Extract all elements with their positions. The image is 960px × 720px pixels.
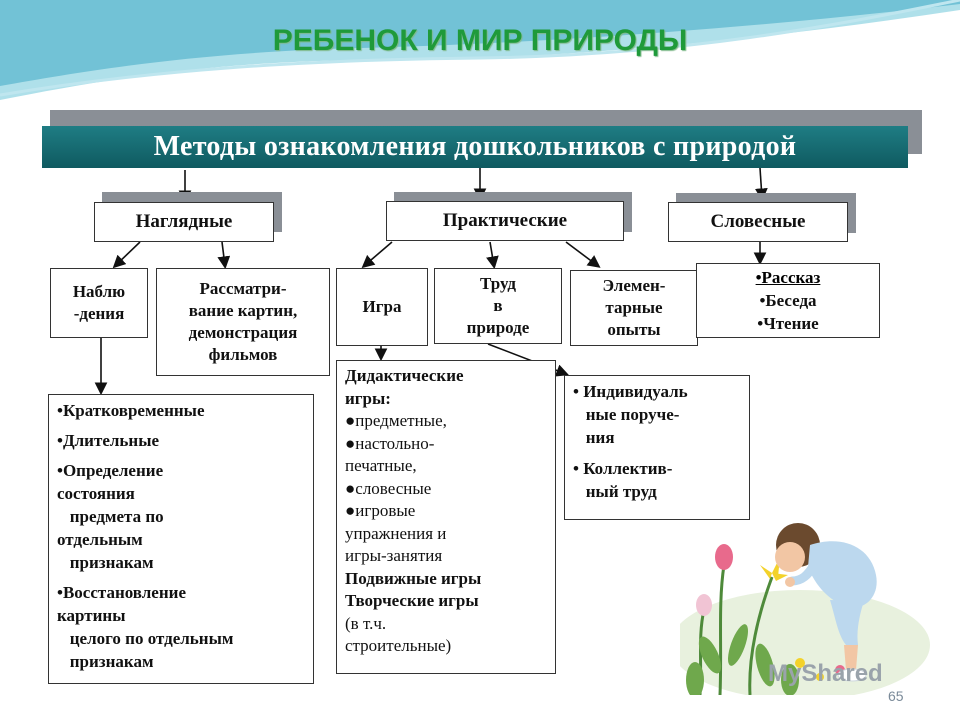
didactic-item-verbal: ●словесные	[345, 478, 432, 498]
methods-banner: Методы ознакомления дошкольников с приро…	[42, 126, 908, 168]
labor-line-2: в	[493, 296, 503, 315]
game-types-box: Дидактические игры: ●предметные, ●настол…	[336, 360, 556, 674]
viewing-line-1: Рассматри-	[199, 279, 287, 298]
verbal-list-box: •Рассказ •Беседа •Чтение	[696, 263, 880, 338]
arrow-practical-experiments	[565, 241, 601, 268]
observation-box: Наблю -дения	[50, 268, 148, 338]
experiments-line-3: опыты	[607, 320, 661, 339]
game-box: Игра	[336, 268, 428, 346]
observation-type-short: •Кратковременные	[57, 401, 205, 420]
myshared-watermark: MyShared	[768, 660, 883, 687]
observation-type-long: •Длительные	[57, 431, 160, 450]
labor-line-1: Труд	[480, 274, 516, 293]
category-visual: Наглядные	[94, 202, 274, 242]
labor-type-collective: • Коллектив- ный труд	[573, 459, 673, 501]
viewing-line-4: фильмов	[208, 345, 278, 364]
verbal-item-reading: •Чтение	[757, 314, 819, 333]
category-verbal-label: Словесные	[710, 211, 806, 232]
didactic-item-exercises: ●игровые упражнения и игры-занятия	[345, 501, 447, 565]
game-label: Игра	[362, 297, 402, 316]
observation-line-1: Наблю	[72, 282, 126, 301]
viewing-line-2: вание картин,	[188, 301, 298, 320]
experiments-line-1: Элемен-	[602, 276, 666, 295]
viewing-line-3: демонстрация	[188, 323, 298, 342]
observation-types-box: •Кратковременные •Длительные •Определени…	[48, 394, 314, 684]
category-practical-label: Практические	[442, 210, 568, 231]
labor-line-3: природе	[466, 318, 530, 337]
category-visual-label: Наглядные	[135, 211, 233, 232]
labor-types-box: • Индивидуаль ные поруче- ния • Коллекти…	[564, 375, 750, 520]
header-wave-decoration	[0, 0, 960, 100]
labor-box: Труд в природе	[434, 268, 562, 344]
didactic-games-title: Дидактические игры:	[345, 366, 464, 408]
viewing-box: Рассматри- вание картин, демонстрация фи…	[156, 268, 330, 376]
category-practical: Практические	[386, 201, 624, 241]
observation-type-restore: •Восстановление картины целого по отдель…	[57, 583, 234, 671]
page-number: 65	[888, 688, 904, 704]
experiments-line-2: тарные	[605, 298, 663, 317]
arrow-practical-game	[361, 241, 393, 269]
experiments-box: Элемен- тарные опыты	[570, 270, 698, 346]
didactic-item-board: ●настольно- печатные,	[345, 433, 435, 476]
child-smelling-flower-illustration	[680, 523, 930, 695]
creative-games: Творческие игры	[345, 591, 479, 610]
slide-title: РЕБЕНОК И МИР ПРИРОДЫ	[272, 24, 688, 57]
arrow-visual-viewing	[217, 241, 231, 270]
verbal-item-story: •Рассказ	[755, 268, 821, 287]
observation-line-2: -дения	[73, 304, 125, 323]
didactic-item-object: ●предметные,	[345, 411, 447, 430]
creative-games-note: (в т.ч. строительные)	[345, 613, 452, 656]
arrow-practical-labor	[486, 241, 499, 270]
observation-type-state: •Определение состояния предмета по отдел…	[57, 461, 164, 572]
mobile-games: Подвижные игры	[345, 568, 482, 588]
category-verbal: Словесные	[668, 202, 848, 242]
verbal-item-conversation: •Беседа	[759, 291, 817, 310]
labor-type-individual: • Индивидуаль ные поруче- ния	[573, 382, 688, 447]
arrow-visual-observation	[112, 241, 141, 269]
